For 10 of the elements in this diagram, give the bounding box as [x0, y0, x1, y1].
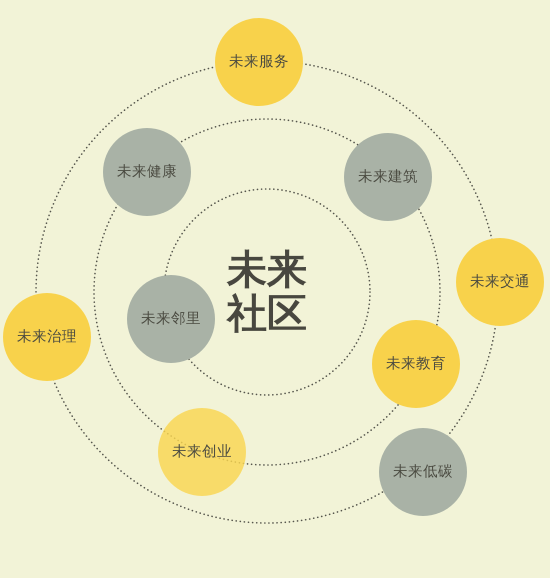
- circle-label: 未来治理: [17, 328, 77, 346]
- circle-label: 未来教育: [386, 356, 446, 372]
- circle-label: 未来交通: [470, 274, 530, 290]
- circle-label: 未来建筑: [358, 168, 418, 186]
- circle-label: 未来健康: [117, 164, 177, 180]
- circle-label: 未来创业: [172, 444, 232, 460]
- circle-label: 未来邻里: [141, 310, 201, 328]
- circle-label: 未来低碳: [393, 464, 453, 480]
- center-title: 未来社区: [226, 248, 308, 336]
- circle-label: 未来服务: [229, 54, 289, 70]
